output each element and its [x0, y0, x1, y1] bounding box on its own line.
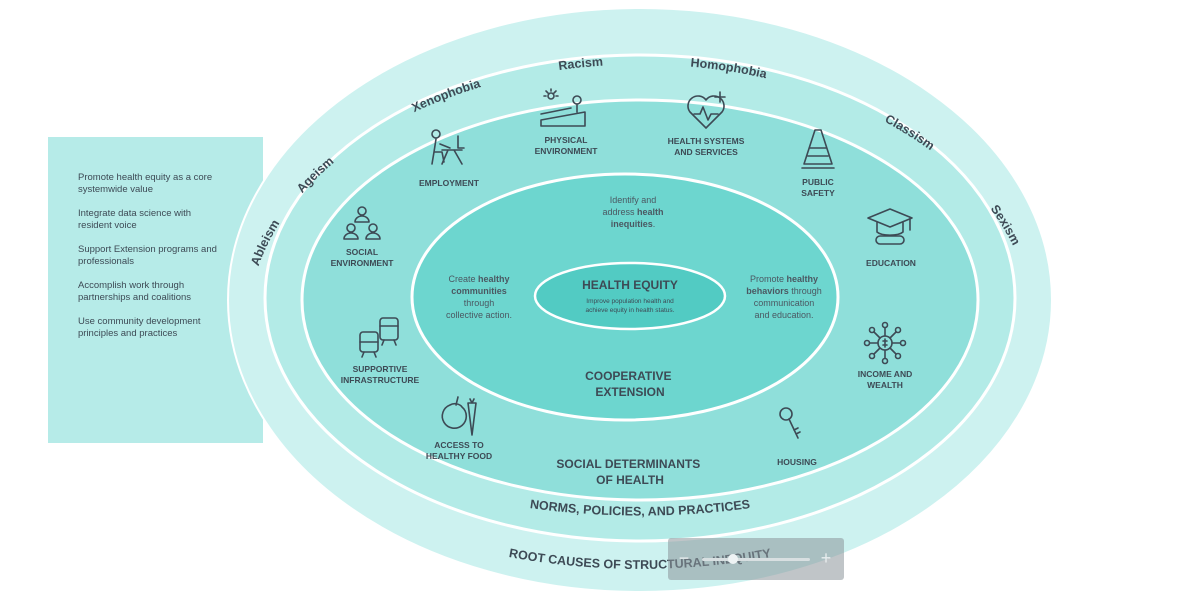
extension-identify-text: Identify and address health inequities. — [602, 195, 663, 229]
public-safety-icon — [801, 129, 835, 169]
education-label: EDUCATION — [866, 258, 916, 268]
physical-environment-icon — [540, 88, 586, 127]
determinants-label: SOCIAL DETERMINANTS OF HEALTH — [556, 457, 703, 487]
extension-text-line: behaviors through — [746, 286, 822, 296]
strategy-item: Accomplish work through partnerships and… — [78, 280, 192, 303]
infrastructure-icon — [359, 317, 399, 358]
health-equity-title: HEALTH EQUITY — [582, 278, 678, 292]
health-systems-icon — [687, 91, 726, 129]
employment-label: EMPLOYMENT — [419, 178, 480, 188]
zoom-slider-thumb[interactable] — [728, 554, 738, 564]
strategy-item: Support Extension programs and professio… — [78, 244, 217, 267]
extension-text-line: through — [464, 298, 495, 308]
housing-icon — [779, 407, 801, 439]
extension-text-line: communication — [754, 298, 815, 308]
health-equity-subtitle-2: achieve equity in health status. — [586, 307, 675, 314]
extension-behaviors-text: Promote healthy behaviors through communic… — [746, 274, 822, 320]
strategy-item: Promote health equity as a core systemwi… — [78, 172, 213, 195]
extension-text-line: collective action. — [446, 310, 512, 320]
extension-text-line: and education. — [754, 310, 813, 320]
healthy-food-icon — [441, 396, 477, 436]
strategy-item: Integrate data science with resident voi… — [78, 208, 192, 231]
zoom-control: − + — [668, 538, 844, 580]
housing-label: HOUSING — [777, 457, 817, 467]
zoom-slider[interactable] — [702, 554, 810, 564]
strategy-item: Use community development principles and… — [78, 316, 201, 339]
zoom-out-button[interactable]: − — [678, 548, 690, 568]
extension-text-line: Create healthy — [448, 274, 509, 284]
extension-text-line: inequities. — [611, 219, 656, 229]
extension-label: COOPERATIVE EXTENSION — [585, 369, 675, 399]
extension-text-line: Identify and — [610, 195, 657, 205]
social-environment-icon — [343, 206, 381, 240]
zoom-in-button[interactable]: + — [820, 548, 832, 568]
root-cause-racism: Racism — [558, 55, 604, 73]
strategies-list: Promote health equity as a core systemwi… — [78, 172, 218, 352]
strategies-panel — [48, 137, 263, 443]
core-ellipse — [533, 261, 727, 331]
health-equity-subtitle-1: Improve population health and — [586, 298, 674, 305]
extension-text-line: address health — [602, 207, 663, 217]
education-icon — [867, 208, 913, 245]
extension-text-line: communities — [451, 286, 507, 296]
employment-icon — [431, 129, 465, 165]
extension-communities-text: Create healthy communities through collecti… — [446, 274, 512, 320]
income-wealth-icon — [863, 321, 907, 365]
extension-text-line: Promote healthy — [750, 274, 818, 284]
